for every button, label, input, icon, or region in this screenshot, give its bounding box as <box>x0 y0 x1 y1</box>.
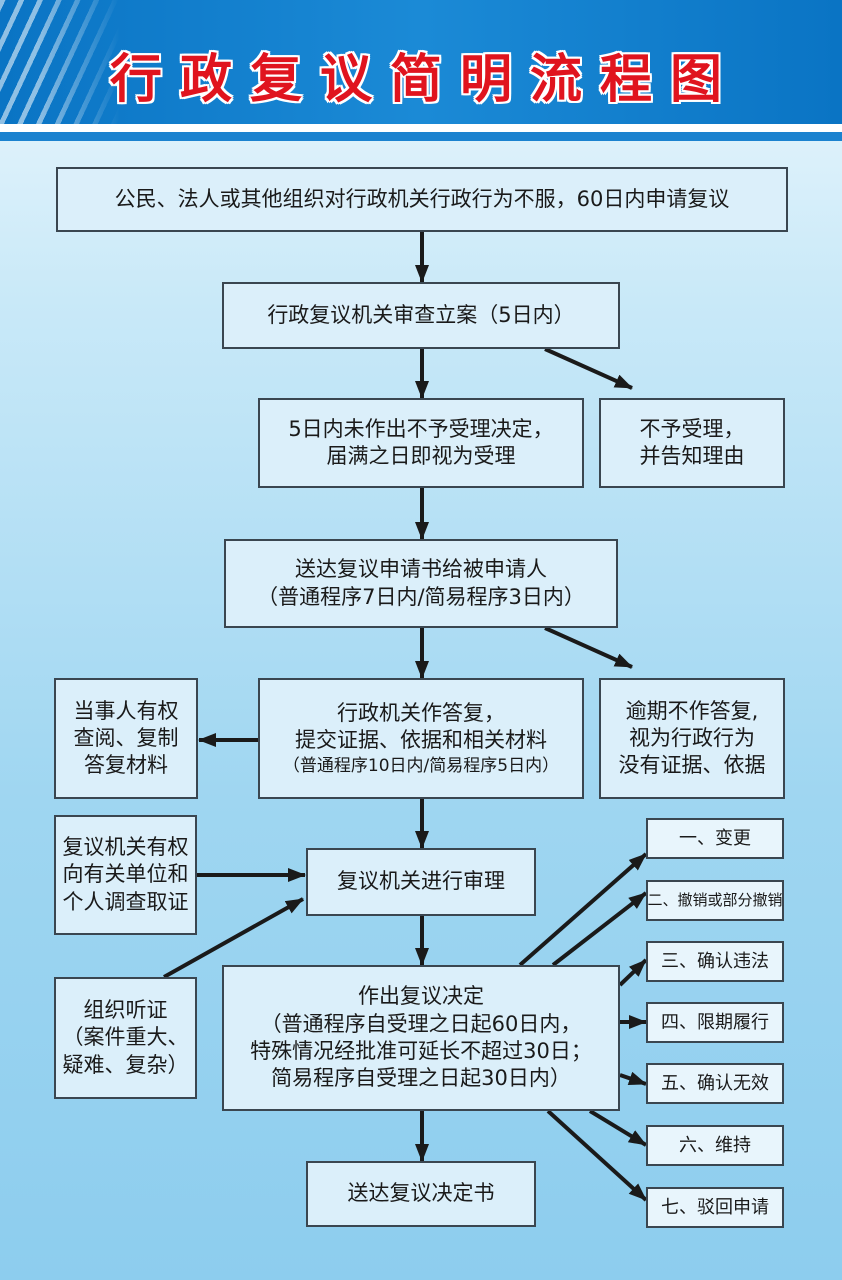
arrow-to-outcome-7 <box>546 1109 648 1202</box>
outcome-uphold: 六、维持 <box>646 1125 784 1166</box>
outcome-confirm-invalid-label: 五、确认无效 <box>661 1072 769 1094</box>
arrow-review-to-reject <box>544 347 633 390</box>
step-review-filing-line: 行政复议机关审查立案（5日内） <box>267 302 575 327</box>
arrow-hearing-to-trial <box>163 897 304 979</box>
step-serve-decision-line: 送达复议决定书 <box>347 1181 495 1206</box>
step-party-rights-line-3: 答复材料 <box>84 753 168 778</box>
step-respond-line-2: 提交证据、依据和相关材料 <box>295 728 547 753</box>
outcome-dismiss: 七、驳回申请 <box>646 1187 784 1228</box>
step-deemed-accepted: 5日内未作出不予受理决定， 届满之日即视为受理 <box>258 398 584 488</box>
step-serve-decision: 送达复议决定书 <box>306 1161 536 1227</box>
step-decision: 作出复议决定 （普通程序自受理之日起60日内， 特殊情况经批准可延长不超过30日… <box>222 965 620 1111</box>
outcome-change-label: 一、变更 <box>679 827 751 849</box>
step-party-rights: 当事人有权 查阅、复制 答复材料 <box>54 678 198 799</box>
step-not-accepted-line-2: 并告知理由 <box>639 444 745 468</box>
outcome-confirm-illegal: 三、确认违法 <box>646 941 784 982</box>
step-decision-line-1: 作出复议决定 <box>358 984 484 1009</box>
step-serve-application: 送达复议申请书给被申请人 （普通程序7日内/简易程序3日内） <box>224 539 618 628</box>
step-not-accepted: 不予受理， 并告知理由 <box>599 398 785 488</box>
step-overdue: 逾期不作答复, 视为行政行为 没有证据、依据 <box>599 678 785 799</box>
step-investigate: 复议机关有权 向有关单位和 个人调查取证 <box>54 815 197 935</box>
header-stripe-decoration <box>0 0 120 124</box>
arrow-to-outcome-6 <box>588 1109 648 1147</box>
step-apply: 公民、法人或其他组织对行政机关行政行为不服，60日内申请复议 <box>56 167 788 232</box>
header-divider-blue <box>0 132 842 141</box>
step-hearing: 组织听证 （案件重大、 疑难、复杂） <box>54 977 197 1099</box>
step-serve-application-line-2: （普通程序7日内/简易程序3日内） <box>257 584 585 609</box>
step-party-rights-line-1: 当事人有权 <box>73 698 179 723</box>
step-investigate-line-1: 复议机关有权 <box>62 835 189 860</box>
step-overdue-line-3: 没有证据、依据 <box>618 753 766 778</box>
outcome-uphold-label: 六、维持 <box>679 1134 751 1156</box>
step-overdue-line-2: 视为行政行为 <box>629 725 755 750</box>
step-respond-line-3: （普通程序10日内/简易程序5日内） <box>282 755 560 776</box>
step-trial-line: 复议机关进行审理 <box>337 869 505 894</box>
page-title: 行政复议简明流程图 <box>109 49 740 110</box>
step-decision-line-3: 特殊情况经批准可延长不超过30日； <box>250 1039 592 1063</box>
arrow-to-outcome-3 <box>618 958 648 987</box>
outcome-confirm-invalid: 五、确认无效 <box>646 1063 784 1104</box>
step-apply-line: 公民、法人或其他组织对行政机关行政行为不服，60日内申请复议 <box>114 186 730 211</box>
outcome-dismiss-label: 七、驳回申请 <box>661 1196 769 1218</box>
outcome-revoke: 二、撤销或部分撤销 <box>646 880 784 921</box>
outcome-confirm-illegal-label: 三、确认违法 <box>661 950 769 972</box>
step-hearing-line-1: 组织听证 <box>83 998 168 1023</box>
step-respond: 行政机关作答复， 提交证据、依据和相关材料 （普通程序10日内/简易程序5日内） <box>258 678 584 799</box>
step-review-filing: 行政复议机关审查立案（5日内） <box>222 282 620 349</box>
step-hearing-line-3: 疑难、复杂） <box>62 1052 189 1077</box>
outcome-revoke-label: 二、撤销或部分撤销 <box>647 890 783 909</box>
arrow-to-outcome-5 <box>619 1071 647 1086</box>
step-deemed-accepted-line-1: 5日内未作出不予受理决定， <box>288 416 554 441</box>
step-hearing-line-2: （案件重大、 <box>62 1025 189 1050</box>
step-investigate-line-2: 向有关单位和 <box>62 862 189 887</box>
header-banner: 行政复议简明流程图 <box>0 0 842 124</box>
step-trial: 复议机关进行审理 <box>306 848 536 916</box>
outcome-change: 一、变更 <box>646 818 784 859</box>
outcome-order-performance: 四、限期履行 <box>646 1002 784 1043</box>
step-serve-application-line-1: 送达复议申请书给被申请人 <box>295 557 547 582</box>
arrow-to-outcome-1 <box>518 852 648 967</box>
arrow-to-outcome-2 <box>551 891 648 967</box>
step-overdue-line-1: 逾期不作答复, <box>625 698 759 723</box>
step-investigate-line-3: 个人调查取证 <box>62 889 189 914</box>
step-deemed-accepted-line-2: 届满之日即视为受理 <box>326 444 516 468</box>
step-party-rights-line-2: 查阅、复制 <box>73 725 179 750</box>
arrow-serve-to-overdue <box>544 626 633 669</box>
step-decision-line-2: （普通程序自受理之日起60日内， <box>260 1011 582 1036</box>
outcome-order-performance-label: 四、限期履行 <box>661 1011 769 1033</box>
step-decision-line-4: 简易程序自受理之日起30日内） <box>271 1066 571 1091</box>
step-respond-line-1: 行政机关作答复， <box>337 701 505 726</box>
step-not-accepted-line-1: 不予受理， <box>639 416 745 441</box>
header-divider-white <box>0 124 842 132</box>
